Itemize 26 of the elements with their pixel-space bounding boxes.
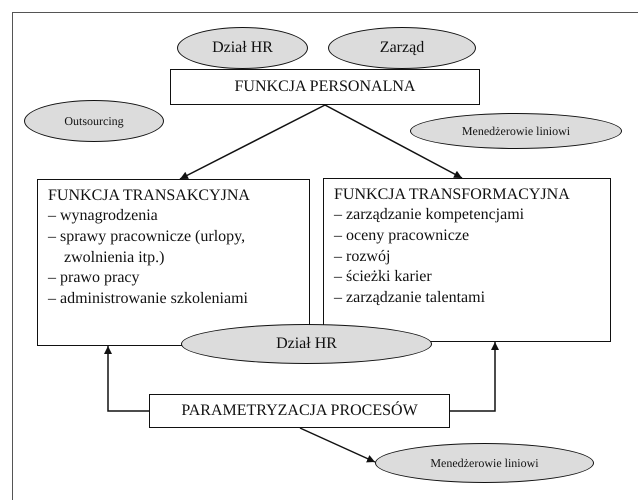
function-box	[170, 69, 480, 105]
function-box	[149, 394, 450, 428]
list-item: – oceny pracownicze	[334, 226, 470, 246]
list-item: – zarządzanie kompetencjami	[334, 205, 526, 225]
box-heading: FUNKCJA TRANSAKCYJNA	[48, 186, 251, 206]
ellipse-label: Dział HR	[276, 334, 337, 354]
box-heading: FUNKCJA PERSONALNA	[234, 77, 416, 97]
ellipse-label: Outsourcing	[64, 114, 124, 128]
arrow	[104, 346, 149, 412]
ellipse-label: Zarząd	[380, 38, 424, 58]
arrow	[180, 104, 326, 180]
list-item: – sprawy pracownicze (urlopy, zwolnienia itp.)	[48, 226, 246, 268]
list-item: – administrowanie szkoleniami	[48, 289, 249, 310]
box-heading: FUNKCJA TRANSFORMACYJNA	[334, 185, 571, 205]
ellipse-label: Menedżerowie liniowi	[430, 456, 539, 470]
ellipse-label: Dział HR	[212, 38, 273, 58]
box-heading: PARAMETRYZACJA PROCESÓW	[181, 401, 418, 421]
list-item: – wynagrodzenia	[48, 206, 159, 226]
arrow	[450, 342, 499, 412]
list-item: – zarządzanie talentami	[334, 288, 486, 308]
arrow	[300, 427, 376, 463]
list-item: – ścieżki karier	[334, 267, 433, 288]
arrow	[324, 104, 462, 179]
list-item: – rozwój	[334, 246, 392, 267]
ellipse-label: Menedżerowie liniowi	[462, 124, 570, 138]
list-item: – prawo pracy	[48, 268, 141, 288]
